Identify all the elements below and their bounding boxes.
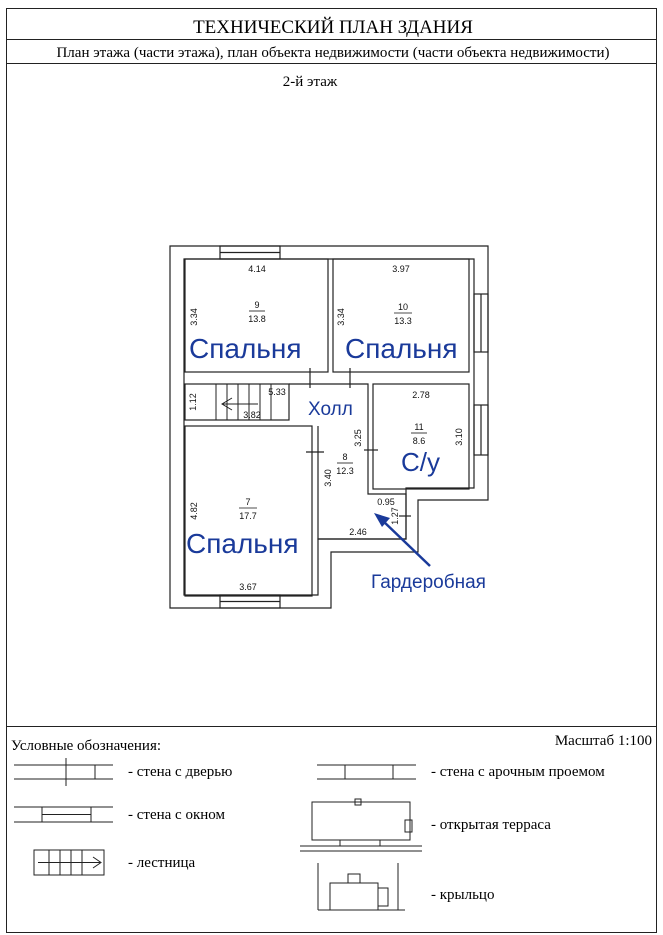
- hall-name: Холл: [308, 399, 353, 420]
- room-9-depth: 3.34: [189, 308, 199, 326]
- room-10-depth: 3.34: [336, 308, 346, 326]
- wardrobe-pointer-arrow: [381, 519, 431, 567]
- legend-title: Условные обозначения:: [11, 738, 161, 754]
- room-11-area: 8.6: [413, 436, 426, 446]
- hall-depth-b: 3.40: [323, 469, 333, 487]
- room-10-number: 10: [398, 302, 408, 312]
- floor-plan: [169, 245, 489, 609]
- room-10-name: Спальня: [345, 333, 458, 364]
- room-9-area: 13.8: [248, 314, 266, 324]
- stair-direction-arrowhead: [221, 397, 233, 411]
- page-title: ТЕХНИЧЕСКИЙ ПЛАН ЗДАНИЯ: [193, 17, 473, 38]
- room-9-number: 9: [254, 300, 259, 310]
- stair-outline: [184, 383, 290, 421]
- room-10-outline: [332, 258, 470, 373]
- floor-label: 2-й этаж: [283, 74, 338, 90]
- wardrobe-width: 0.95: [377, 497, 395, 507]
- stair-length: 5.33: [268, 387, 286, 397]
- legend-wall-window-label: - стена с окном: [128, 807, 225, 823]
- room-11-depth: 3.10: [454, 428, 464, 446]
- legend-symbols: [14, 758, 422, 911]
- room-10-area: 13.3: [394, 316, 412, 326]
- room-7-depth: 4.82: [189, 502, 199, 520]
- wardrobe-pointer-arrowhead: [374, 513, 390, 527]
- wardrobe-name: Гардеробная: [371, 572, 486, 593]
- room-9-name: Спальня: [189, 333, 302, 364]
- room-7-outline: [184, 425, 313, 597]
- room-8-area: 12.3: [336, 466, 354, 476]
- legend-wall-door-label: - стена с дверью: [128, 764, 232, 780]
- room-11-width: 2.78: [412, 390, 430, 400]
- symbol-open-terrace: [300, 798, 422, 852]
- sheet-frame: [6, 8, 657, 933]
- symbol-wall-arch: [317, 764, 416, 780]
- legend-porch-label: - крыльцо: [431, 887, 494, 903]
- stair-depth: 1.12: [188, 393, 198, 411]
- symbol-wall-window: [14, 806, 113, 823]
- stair-treads: [215, 384, 272, 420]
- legend-open-terrace-label: - открытая терраса: [431, 817, 551, 833]
- room-11-outline: [372, 383, 470, 490]
- room-9-width: 4.14: [248, 264, 266, 274]
- symbol-porch: [317, 863, 405, 911]
- room-7-number: 7: [245, 497, 250, 507]
- room-7-name: Спальня: [186, 528, 299, 559]
- scale-label: Масштаб 1:100: [555, 733, 652, 749]
- legend-stairs-label: - лестница: [128, 855, 196, 871]
- symbol-stairs: [33, 849, 105, 876]
- room-11-number: 11: [414, 422, 423, 432]
- room-7-area: 17.7: [239, 511, 257, 521]
- room-11-name: С/у: [401, 447, 440, 477]
- hall-depth-a: 3.25: [353, 429, 363, 447]
- wardrobe-depth: 1.27: [390, 507, 400, 525]
- hall-width: 2.46: [349, 527, 367, 537]
- legend-wall-arch-label: - стена с арочным проемом: [431, 764, 605, 780]
- hall-outline: [289, 383, 407, 540]
- page-subtitle: План этажа (части этажа), план объекта н…: [56, 45, 609, 61]
- symbol-wall-door: [14, 758, 113, 786]
- room-10-width: 3.97: [392, 264, 410, 274]
- room-7-width: 3.67: [239, 582, 257, 592]
- stair-width: 3.82: [243, 410, 261, 420]
- room-8-number: 8: [342, 452, 347, 462]
